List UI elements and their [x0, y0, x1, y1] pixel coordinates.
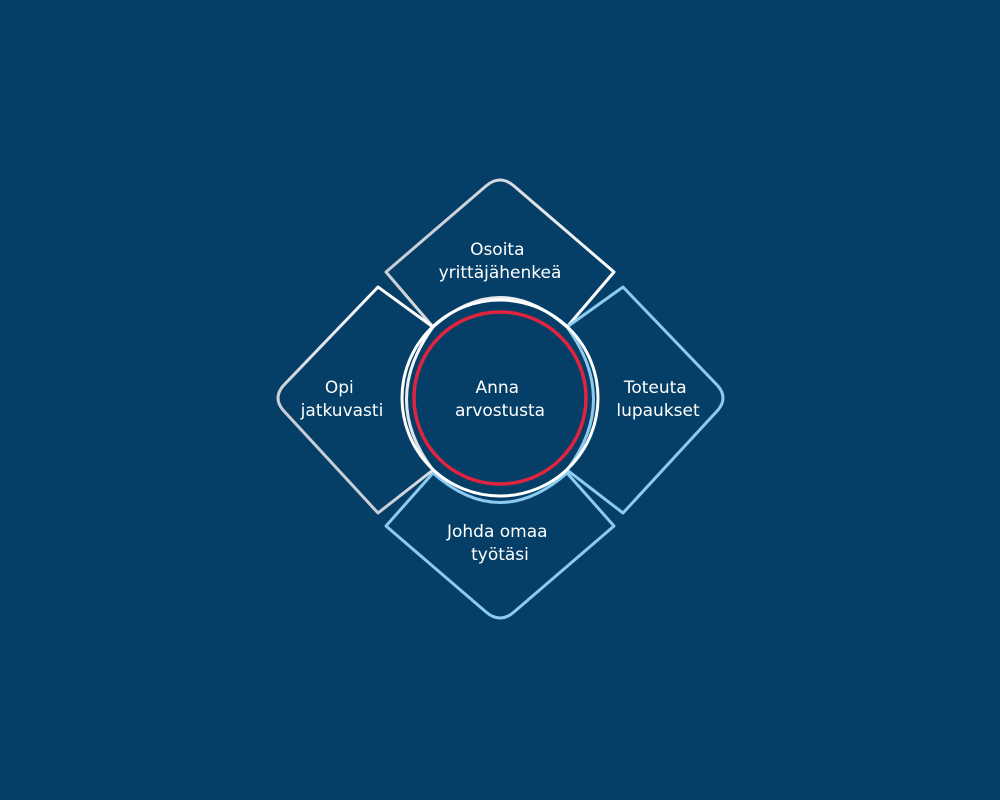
quadrant-left-label: Opi jatkuvasti — [300, 378, 384, 421]
quadrant-right: Toteuta lupaukset — [565, 285, 725, 515]
center-label: Anna arvostusta — [455, 378, 545, 421]
quadrant-top-line1: Osoita — [470, 240, 524, 260]
center-outer-ring — [400, 298, 600, 498]
quadrant-bottom: Johda omaa työtäsi — [384, 471, 616, 620]
quadrant-bottom-outline — [384, 471, 616, 620]
quadrant-left-outline — [276, 285, 435, 515]
quadrant-right-line1: Toteuta — [623, 378, 687, 398]
quadrant-bottom-label: Johda omaa työtäsi — [446, 522, 553, 565]
quadrant-top-label: Osoita yrittäjähenkeä — [439, 240, 562, 283]
quadrant-bottom-line2: työtäsi — [471, 545, 529, 565]
quadrant-top-line2: yrittäjähenkeä — [439, 263, 562, 283]
quadrant-top: Osoita yrittäjähenkeä — [384, 178, 616, 329]
center-line1: Anna — [475, 378, 519, 398]
quadrant-left: Opi jatkuvasti — [276, 285, 435, 515]
quadrant-left-line2: jatkuvasti — [300, 401, 384, 421]
quadrant-right-line2: lupaukset — [616, 401, 700, 421]
quadrant-right-outline — [565, 285, 725, 515]
center-inner-ring — [412, 310, 588, 486]
quadrant-bottom-line1: Johda omaa — [446, 522, 548, 542]
center-circle: Anna arvostusta — [400, 298, 600, 498]
quadrant-right-label: Toteuta lupaukset — [616, 378, 700, 421]
center-line2: arvostusta — [455, 401, 545, 421]
quadrant-left-line1: Opi — [325, 378, 354, 398]
